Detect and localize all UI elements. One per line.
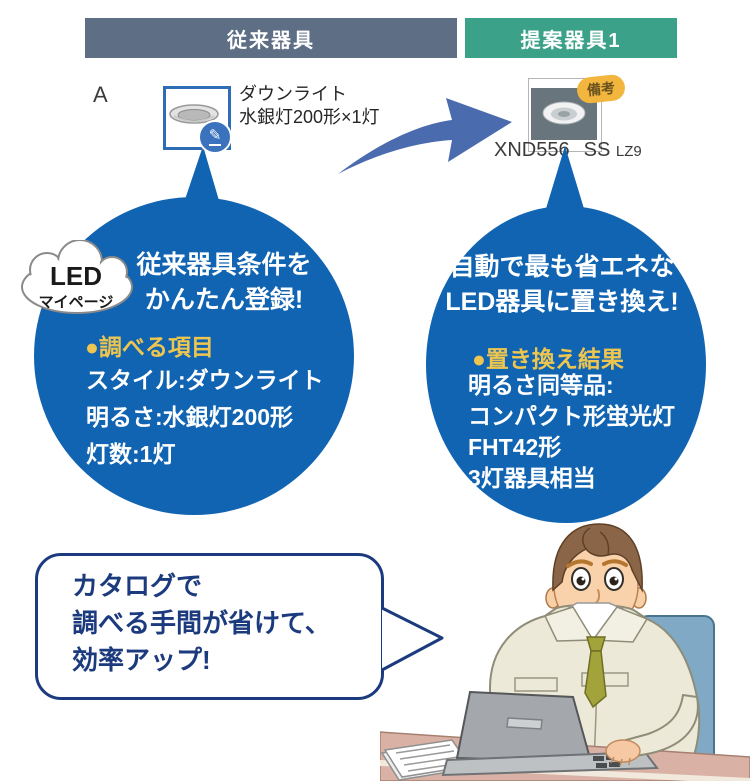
right-speech-bubble bbox=[426, 206, 706, 523]
model-suffix: LZ9 bbox=[615, 143, 642, 160]
remark-badge[interactable]: 備考 bbox=[575, 73, 627, 105]
right-bubble-line-model: FHT42形 bbox=[468, 434, 562, 460]
model-prefix: XND556 bbox=[494, 139, 570, 161]
cloud-line1: LED bbox=[50, 261, 102, 291]
right-bubble-line-equivalent: 明るさ同等品: bbox=[468, 372, 614, 398]
man-at-laptop-illustration bbox=[380, 523, 750, 781]
conventional-item-name: ダウンライト bbox=[239, 84, 347, 104]
left-bubble-body: スタイル:ダウンライト 明るさ:水銀灯200形 灯数:1灯 bbox=[86, 362, 324, 473]
callout-line2: 調べる手間が省けて、 bbox=[72, 608, 331, 638]
left-bubble-section-title: ●調べる項目 bbox=[85, 334, 214, 360]
left-bubble-line-lampcount: 灯数:1灯 bbox=[86, 441, 176, 467]
model-mid: SS bbox=[583, 139, 611, 161]
pencil-underline bbox=[209, 144, 221, 146]
callout-bubble bbox=[35, 553, 384, 700]
header-proposed-equipment: 提案器具1 bbox=[465, 18, 677, 58]
proposed-product-image bbox=[528, 78, 602, 152]
callout-bubble-tail bbox=[381, 606, 444, 672]
left-bubble-heading: 従来器具条件を かんたん登録! bbox=[102, 248, 346, 318]
tie bbox=[586, 636, 606, 652]
right-bubble-heading-line1: 自動で最も省エネな bbox=[449, 253, 675, 281]
right-bubble-heading: 自動で最も省エネな LED器具に置き換え! bbox=[438, 250, 686, 320]
left-bubble-heading-line2: かんたん登録! bbox=[144, 286, 304, 314]
right-bubble-heading-line2: LED器具に置き換え! bbox=[445, 288, 679, 316]
left-bubble-heading-line1: 従来器具条件を bbox=[136, 251, 312, 279]
header-conventional-equipment: 従来器具 bbox=[85, 18, 457, 58]
callout-line1: カタログで bbox=[72, 571, 203, 601]
left-bubble-line-style: スタイル:ダウンライト bbox=[86, 367, 324, 393]
edit-icon[interactable]: ✎ bbox=[198, 120, 232, 154]
callout-text: カタログで 調べる手間が省けて、 効率アップ! bbox=[72, 568, 331, 679]
row-label: A bbox=[93, 82, 108, 107]
callout-line3: 効率アップ! bbox=[72, 645, 211, 675]
conventional-item-text: ダウンライト 水銀灯200形×1灯 bbox=[239, 83, 380, 129]
conventional-item-spec: 水銀灯200形×1灯 bbox=[239, 107, 380, 127]
right-bubble-line-lamptype: コンパクト形蛍光灯 bbox=[468, 403, 675, 429]
right-bubble-section-title: ●置き換え結果 bbox=[472, 346, 624, 372]
downlight-icon bbox=[163, 86, 231, 150]
replace-arrow-icon bbox=[338, 98, 512, 174]
pencil-glyph: ✎ bbox=[208, 127, 222, 144]
left-bubble-line-brightness: 明るさ:水銀灯200形 bbox=[86, 404, 294, 430]
cloud-line2: マイページ bbox=[39, 294, 114, 311]
right-bubble-body: 明るさ同等品: コンパクト形蛍光灯 FHT42形 3灯器具相当 bbox=[468, 370, 675, 494]
cloud-led-badge: LED マイページ bbox=[21, 240, 133, 314]
right-bubble-line-count: 3灯器具相当 bbox=[468, 465, 596, 491]
proposed-model-number: XND556 SS LZ9 bbox=[494, 139, 642, 162]
hair bbox=[552, 523, 643, 593]
hand bbox=[605, 739, 641, 763]
